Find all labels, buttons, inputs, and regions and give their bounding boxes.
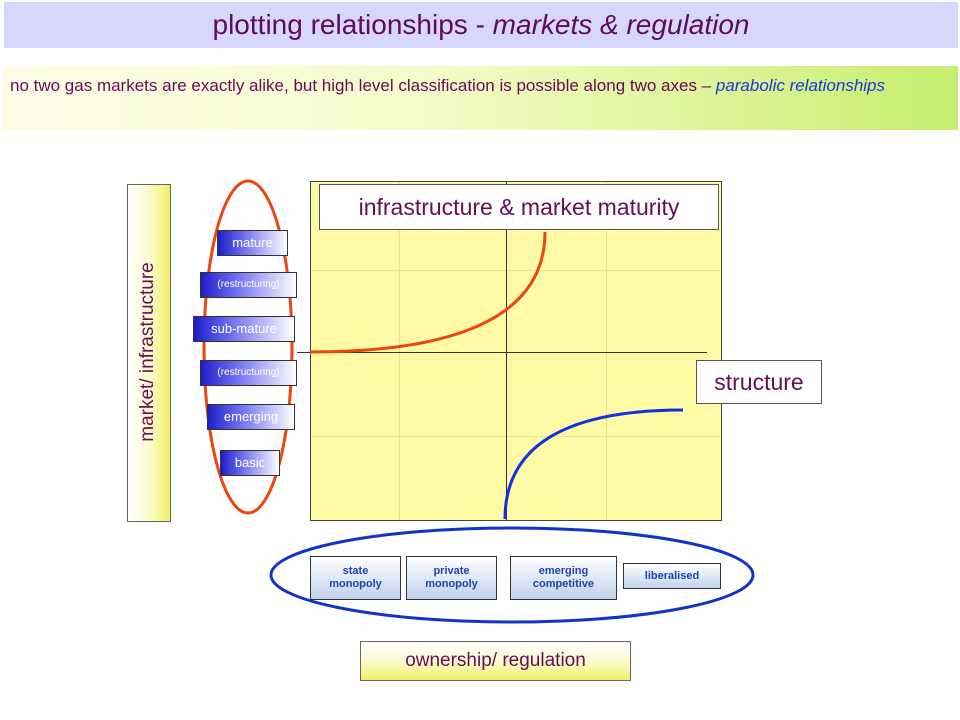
grid-line-horizontal [311,436,721,437]
grid-line-horizontal [311,270,721,271]
x-axis-label: ownership/ regulation [360,641,631,681]
regulation-state-monopoly: state monopoly [310,556,401,600]
horizontal-axis-line [297,352,707,353]
subtitle-emphasis: parabolic relationships [715,76,886,95]
subtitle: no two gas markets are exactly alike, bu… [10,74,940,98]
title-main: plotting relationships - [212,9,493,40]
subtitle-box: no two gas markets are exactly alike, bu… [2,66,958,130]
title-emphasis: markets & regulation [492,9,750,40]
grid-line-vertical [606,182,607,520]
maturity-label: infrastructure & market maturity [319,184,719,230]
page-title: plotting relationships - markets & regul… [4,9,958,41]
regulation-state-monopoly-label: state monopoly [329,565,382,590]
y-axis-label: market/ infrastructure [137,262,158,442]
vertical-axis-line [506,182,507,520]
grid-line-vertical [399,182,400,520]
structure-label: structure [696,360,822,404]
stage-basic: basic [220,450,280,476]
regulation-private-monopoly-label: private monopoly [425,565,478,590]
regulation-private-monopoly: private monopoly [406,556,497,600]
chart-plot-area [297,181,722,521]
stage-sub-mature: sub-mature [193,316,295,342]
regulation-emerging-competitive: emerging competitive [510,556,617,600]
stage-restructuring-upper: (restructuring) [200,272,297,298]
y-axis-box [127,184,171,522]
stage-mature: mature [217,230,288,256]
stage-restructuring-lower: (restructuring) [200,360,297,386]
title-bar: plotting relationships - markets & regul… [4,2,958,48]
stage-emerging: emerging [207,404,295,430]
regulation-emerging-competitive-label: emerging competitive [532,565,595,590]
regulation-liberalised: liberalised [623,563,721,589]
subtitle-text: no two gas markets are exactly alike, bu… [10,76,716,95]
